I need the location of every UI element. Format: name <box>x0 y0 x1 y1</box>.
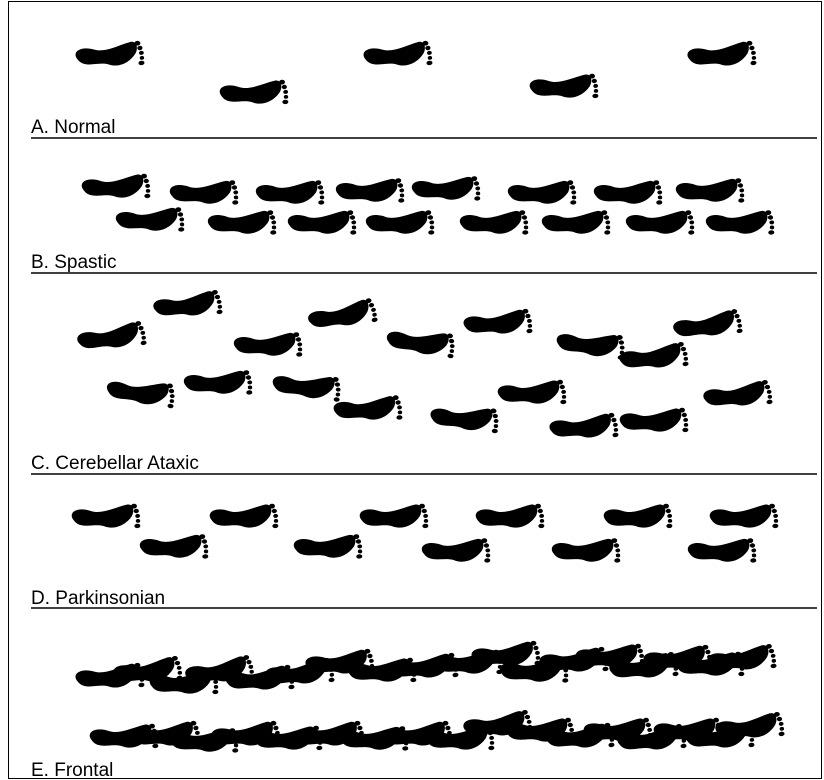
panel-label-normal: A. Normal <box>31 117 115 138</box>
footprint-icon <box>411 176 480 204</box>
footprint-icon <box>618 341 689 375</box>
footprint-icon <box>675 178 744 206</box>
footprint-icon <box>335 178 404 206</box>
footprint-icon <box>463 308 533 340</box>
panel-frontal: E. Frontal <box>31 640 785 780</box>
footprint-icon <box>333 395 403 425</box>
panel-label-parkinsonian: D. Parkinsonian <box>31 588 165 609</box>
footprint-icon <box>705 210 774 238</box>
footprint-icon <box>219 79 289 108</box>
footprint-icon <box>619 407 689 436</box>
footprint-icon <box>507 180 576 208</box>
footprint-icon <box>169 180 238 208</box>
footprint-icon <box>541 210 610 238</box>
footprint-icon <box>625 210 694 238</box>
footprint-icon <box>233 332 302 360</box>
footprint-icon <box>593 180 662 208</box>
footprint-icon <box>687 40 757 72</box>
panel-label-cerebellar-ataxic: C. Cerebellar Ataxic <box>31 453 199 474</box>
footprint-icon <box>209 503 279 532</box>
footprint-icon <box>139 534 208 562</box>
footprint-icon <box>207 210 276 238</box>
footprint-icon <box>556 332 625 360</box>
footprint-icon <box>75 40 145 72</box>
panel-normal: A. Normal <box>31 40 817 138</box>
footprint-icon <box>115 207 184 235</box>
footprint-icon <box>106 379 176 408</box>
footprint-icon <box>459 210 528 238</box>
footprint-icon <box>359 503 429 532</box>
footprint-icon <box>183 370 252 398</box>
footprint-icon <box>152 289 223 323</box>
footprint-icon <box>702 379 773 413</box>
panel-label-frontal: E. Frontal <box>31 760 113 780</box>
footprint-icon <box>672 308 743 344</box>
footprint-icon <box>529 73 599 102</box>
footprint-icon <box>76 320 147 356</box>
footprint-icon <box>363 40 433 72</box>
panel-label-spastic: B. Spastic <box>31 252 117 273</box>
footprint-icon <box>551 538 620 566</box>
footprint-icon <box>549 412 619 444</box>
footprint-icon <box>272 374 341 402</box>
footprint-icon <box>475 503 545 532</box>
footprint-icon <box>293 534 362 562</box>
footprint-icon <box>687 538 756 566</box>
footprint-icon <box>709 503 779 532</box>
footprint-icon <box>497 379 567 408</box>
footprint-icon <box>365 210 434 238</box>
footprint-icon <box>71 503 141 532</box>
footprint-icon <box>430 406 499 433</box>
footprint-icon <box>81 173 151 202</box>
footprint-icon <box>386 329 456 358</box>
footprint-icon <box>307 297 379 335</box>
footprint-icon <box>603 503 673 532</box>
panel-parkinsonian: D. Parkinsonian <box>31 503 817 609</box>
footprint-icon <box>421 538 490 566</box>
footprint-icon <box>255 180 324 208</box>
footprint-icon <box>287 210 356 238</box>
panel-cerebellar-ataxic: C. Cerebellar Ataxic <box>31 289 817 474</box>
panel-spastic: B. Spastic <box>31 173 817 273</box>
